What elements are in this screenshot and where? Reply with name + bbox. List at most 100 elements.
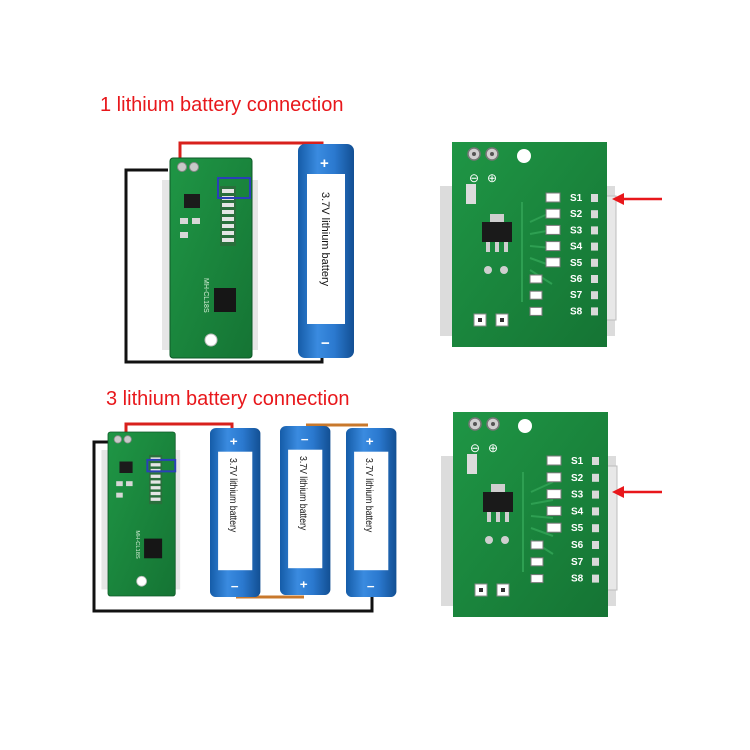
solder-pad-s5: [592, 524, 599, 533]
pad-row-s1: S1: [546, 455, 599, 467]
battery-3-minus-sign: −: [367, 580, 375, 593]
battery-2-plus-sign: +: [300, 578, 308, 591]
negative-terminal-symbol-3: ⊖: [470, 441, 480, 455]
pad-row-s5: S5: [545, 257, 598, 269]
battery-indicator-module: MH-CL18S: [161, 157, 259, 359]
pad-row-s8: S8: [530, 574, 599, 585]
pad-label-s7: S7: [571, 557, 584, 568]
resistor-pad: [546, 455, 562, 466]
battery-label: 3.7V lithium battery: [319, 192, 331, 287]
solder-pad-s7: [591, 291, 598, 300]
resistor-pad: [546, 522, 562, 533]
s1-highlight-box: [217, 177, 251, 199]
s3-highlight-box: [146, 458, 177, 473]
resistor-pad: [545, 257, 561, 268]
section-2-title: 3 lithium battery connection: [106, 388, 349, 410]
resistor-pad: [529, 290, 543, 300]
module-model-label-3s: MH-CL18S: [134, 530, 140, 559]
battery-minus-sign: −: [321, 335, 330, 352]
lithium-battery-3: + − 3.7V lithium battery: [346, 428, 397, 598]
pad-row-s8: S8: [529, 306, 598, 317]
pad-row-s6: S6: [529, 274, 598, 285]
solder-pad-s1: [592, 457, 599, 465]
pad-label-s4: S4: [571, 506, 584, 517]
section-2-three-batteries: 3 lithium battery connection MH-CL18S + …: [92, 388, 662, 618]
pad-row-s7: S7: [529, 290, 598, 301]
pad-row-s5: S5: [546, 522, 599, 534]
pad-row-s6: S6: [530, 540, 599, 551]
pad-label-s8: S8: [570, 306, 583, 317]
pad-row-s2: S2: [545, 208, 598, 220]
battery-indicator-module-3s: MH-CL18S: [101, 431, 181, 597]
battery-1-label: 3.7V lithium battery: [228, 458, 239, 533]
pad-label-s3: S3: [570, 225, 583, 236]
positive-terminal-symbol-3: ⊕: [488, 441, 498, 455]
solder-pad-s4: [591, 242, 598, 251]
battery-2-label: 3.7V lithium battery: [298, 456, 309, 531]
solder-pad-s7: [592, 557, 599, 566]
pad-row-s3: S3: [545, 224, 598, 236]
pad-label-s1: S1: [571, 456, 584, 467]
resistor-pad: [530, 574, 544, 584]
pad-label-s5: S5: [570, 258, 583, 269]
solder-pad-s5: [591, 258, 598, 267]
lithium-battery-2: − + 3.7V lithium battery: [280, 426, 331, 596]
resistor-pad: [545, 208, 561, 219]
solder-pad-s8: [592, 574, 599, 583]
solder-pad-s1: [591, 194, 598, 202]
solder-pad-s4: [592, 507, 599, 516]
negative-terminal-symbol: ⊖: [469, 171, 479, 185]
pad-label-s4: S4: [570, 242, 583, 253]
pad-label-s7: S7: [570, 290, 583, 301]
solder-pad-s6: [591, 275, 598, 283]
battery-1-minus-sign: −: [231, 580, 239, 593]
battery-3-plus-sign: +: [366, 435, 374, 448]
arrow-to-s3: [612, 486, 662, 498]
resistor-pad: [545, 224, 561, 235]
resistor-pad: [546, 472, 562, 483]
negative-wire-3s: [92, 440, 374, 613]
battery-plus-sign: +: [320, 155, 329, 172]
pad-row-s2: S2: [546, 472, 599, 484]
solder-pad-s3: [592, 490, 599, 499]
solder-pad-s3: [591, 226, 598, 235]
pad-label-s6: S6: [571, 540, 584, 551]
section-1-title: 1 lithium battery connection: [100, 94, 343, 116]
arrow-to-s1: [612, 193, 662, 205]
resistor-pad: [545, 241, 561, 252]
resistor-pad: [530, 540, 544, 550]
pad-label-s6: S6: [570, 274, 583, 285]
resistor-pad: [545, 192, 561, 203]
pad-label-s3: S3: [571, 490, 584, 501]
battery-1-plus-sign: +: [230, 435, 238, 448]
negative-wire: [124, 168, 324, 364]
module-model-label: MH-CL18S: [202, 278, 209, 313]
battery-2-minus-sign: −: [301, 433, 309, 446]
resistor-pad: [529, 274, 543, 284]
lithium-battery-1: + − 3.7V lithium battery: [210, 428, 261, 598]
pad-label-s5: S5: [571, 523, 584, 534]
resistor-pad: [530, 557, 544, 567]
battery-3-label: 3.7V lithium battery: [364, 458, 375, 533]
pad-row-s4: S4: [545, 241, 598, 253]
lithium-battery: + − 3.7V lithium battery: [298, 144, 354, 358]
solder-pad-s2: [592, 473, 599, 482]
pad-row-s3: S3: [546, 489, 599, 501]
positive-terminal-symbol: ⊕: [487, 171, 497, 185]
pad-label-s8: S8: [571, 574, 584, 585]
pad-label-s2: S2: [571, 473, 584, 484]
resistor-pad: [546, 489, 562, 500]
resistor-pad: [546, 505, 562, 516]
solder-pad-s2: [591, 210, 598, 219]
section-1-single-battery: 1 lithium battery connection MH-CL18S + …: [100, 94, 662, 364]
solder-pad-s6: [592, 541, 599, 549]
pad-label-s2: S2: [570, 209, 583, 220]
resistor-pad: [529, 306, 543, 316]
solder-pad-s8: [591, 307, 598, 316]
pad-row-s1: S1: [545, 192, 598, 204]
pad-label-s1: S1: [570, 193, 583, 204]
